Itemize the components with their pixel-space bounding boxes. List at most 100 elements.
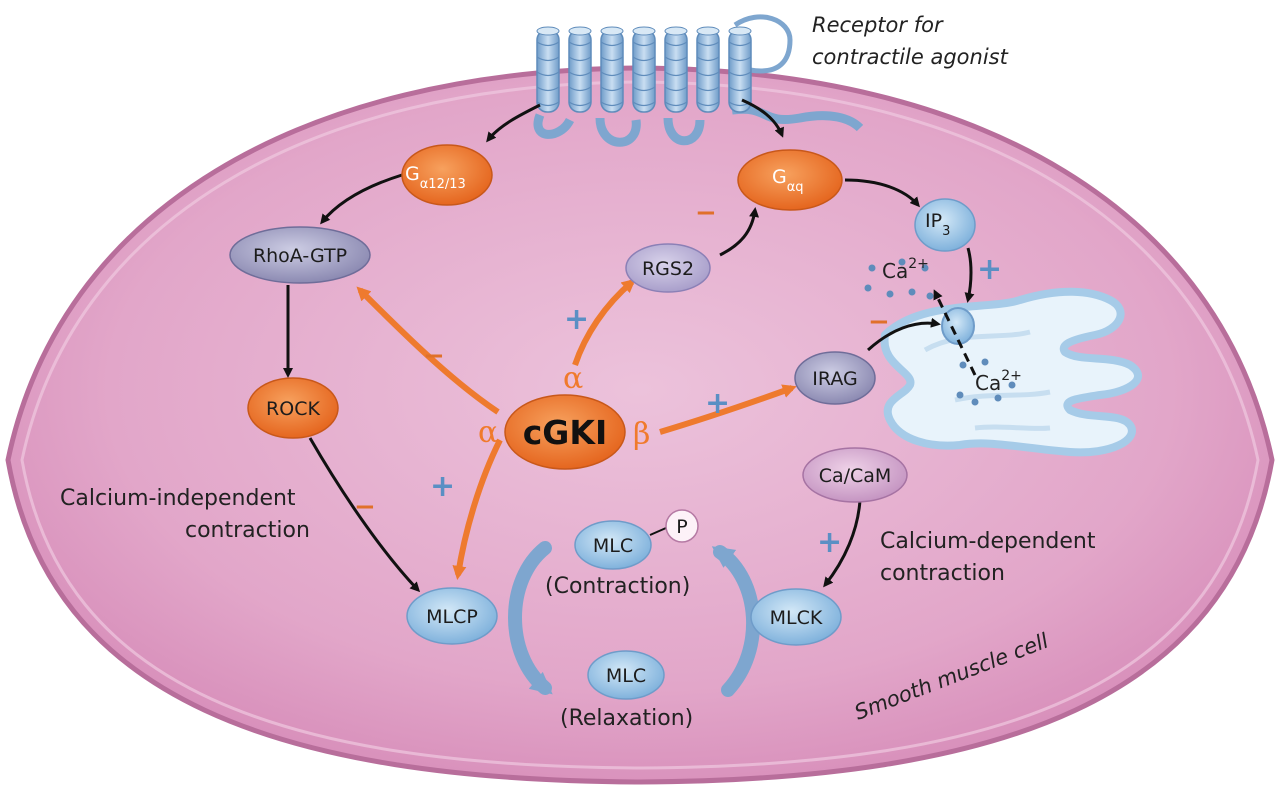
calcium-ion-dot: [1008, 381, 1016, 389]
node-rhoa: RhoA-GTP: [229, 226, 371, 284]
node-mlcp: MLCP: [406, 587, 498, 645]
receptor-helix-turn: [728, 71, 752, 77]
receptor-helix-turn: [664, 71, 688, 77]
orange-arrows: [356, 278, 797, 580]
receptor-helix-turn: [728, 41, 752, 47]
alpha-left-label: α: [478, 415, 498, 450]
receptor-helix-turn: [600, 71, 624, 77]
receptor-helix-turn: [632, 86, 656, 92]
calcium-ion-dot: [994, 394, 1002, 402]
receptor-helix-cap: [632, 26, 656, 36]
calcium-ion-dot: [971, 398, 979, 406]
plus-mlcp: +: [430, 469, 455, 504]
sr-inner-fold: [923, 329, 1051, 431]
node-ip3: IP3: [914, 198, 976, 252]
receptor-helix-turn: [600, 101, 624, 107]
receptor-helix: [728, 29, 752, 113]
irag-label: IRAG: [812, 368, 857, 390]
receptor-helix-turn: [600, 56, 624, 62]
arrow-rgs2-to-gq: [719, 207, 760, 257]
calcium-ion-dot: [956, 391, 964, 399]
beta-label: β: [633, 417, 650, 452]
node-gq: Gαq: [737, 149, 843, 211]
ca-independent-line2: contraction: [185, 518, 310, 543]
contraction-label: (Contraction): [545, 574, 690, 599]
calcium-ion-dot: [868, 264, 876, 272]
ip3-sub: 3: [942, 224, 950, 239]
cacam-label: Ca/CaM: [819, 465, 892, 487]
phosphate-label: P: [676, 516, 687, 538]
gq-sub: αq: [787, 180, 804, 195]
plus-mlck: +: [817, 525, 842, 560]
arrow-cgki-to-rgs2: [572, 278, 636, 366]
svg-text:Gα12/13: Gα12/13: [405, 163, 466, 192]
receptor-helix-turn: [664, 101, 688, 107]
receptor-helix: [568, 29, 592, 113]
receptor-helix-turn: [696, 71, 720, 77]
receptor-helix-turn: [568, 71, 592, 77]
calcium-ion-dot: [886, 290, 894, 298]
ca-dependent-line2: contraction: [880, 561, 1005, 586]
arrow-gq-to-ip3: [844, 178, 920, 208]
ca-independent-line1: Calcium-independent: [60, 486, 296, 511]
receptor-helix-turn: [568, 41, 592, 47]
receptor-helix: [600, 29, 624, 113]
receptor-helix-cap: [600, 26, 624, 36]
g1213-sub: α12/13: [420, 177, 466, 192]
mlc-label: MLC: [606, 665, 646, 687]
receptor-helix-turn: [536, 101, 560, 107]
receptor-helix: [632, 29, 656, 113]
receptor-label-line1: Receptor for: [812, 13, 944, 37]
mlck-label: MLCK: [770, 607, 823, 629]
calcium-ion-dot: [981, 358, 989, 366]
minus-rock: −: [354, 492, 376, 522]
receptor-helix-turn: [536, 71, 560, 77]
arrow-g1213-to-rhoa: [320, 173, 403, 225]
arrow-receptor-to-g1213: [486, 103, 541, 143]
plus-irag: +: [705, 386, 730, 421]
ca-inside-sup: 2+: [1001, 368, 1022, 384]
ca-outside-base: Ca: [882, 259, 908, 283]
node-rock: ROCK: [247, 377, 339, 439]
ca-dependent-line1: Calcium-dependent: [880, 529, 1096, 554]
receptor-helix-turn: [632, 41, 656, 47]
mlc-phos-label: MLC: [593, 535, 633, 557]
calcium-ion-dot: [921, 264, 929, 272]
svg-text:Gαq: Gαq: [772, 166, 804, 195]
mlcp-label: MLCP: [426, 606, 478, 628]
cell-inner-edge: [20, 80, 1260, 770]
receptor-helix-turn: [728, 56, 752, 62]
receptor-helix: [696, 29, 720, 113]
black-arrows: [283, 98, 975, 593]
arrow-receptor-to-gq: [741, 98, 784, 138]
receptor-helix-turn: [600, 41, 624, 47]
receptor-helix-turn: [696, 86, 720, 92]
receptor-helix-turn: [536, 41, 560, 47]
node-mlc: MLC: [587, 650, 665, 700]
node-g1213: Gα12/13: [401, 144, 493, 206]
minus-rgs2-gq: −: [695, 198, 717, 228]
relaxation-label: (Relaxation): [560, 706, 693, 731]
arrow-cgki-to-rhoa: [356, 286, 500, 415]
calcium-ion-dot: [926, 292, 934, 300]
receptor-helix-turn: [664, 41, 688, 47]
receptor-helix-turn: [600, 86, 624, 92]
ip3-receptor-channel: [941, 307, 975, 345]
plus-ip3: +: [977, 252, 1002, 287]
receptor-helix-turn: [536, 86, 560, 92]
arrow-cacam-to-mlck: [823, 499, 862, 588]
svg-text:IP3: IP3: [925, 210, 950, 239]
alpha-top-label: α: [563, 361, 583, 396]
arrow-ip3-to-channel: [964, 247, 975, 303]
calcium-ion-dot: [908, 288, 916, 296]
receptor-helix-turn: [664, 56, 688, 62]
arrow-ca-release: [933, 289, 977, 376]
minus-channel: −: [868, 307, 890, 337]
receptor-helix-cap: [728, 26, 752, 36]
receptor-label-line2: contractile agonist: [812, 45, 1009, 69]
plus-rgs2: +: [564, 302, 589, 337]
calcium-ion-dot: [959, 361, 967, 369]
ca-outside-sup: 2+: [908, 256, 929, 272]
node-cgki: cGKI: [504, 394, 626, 470]
